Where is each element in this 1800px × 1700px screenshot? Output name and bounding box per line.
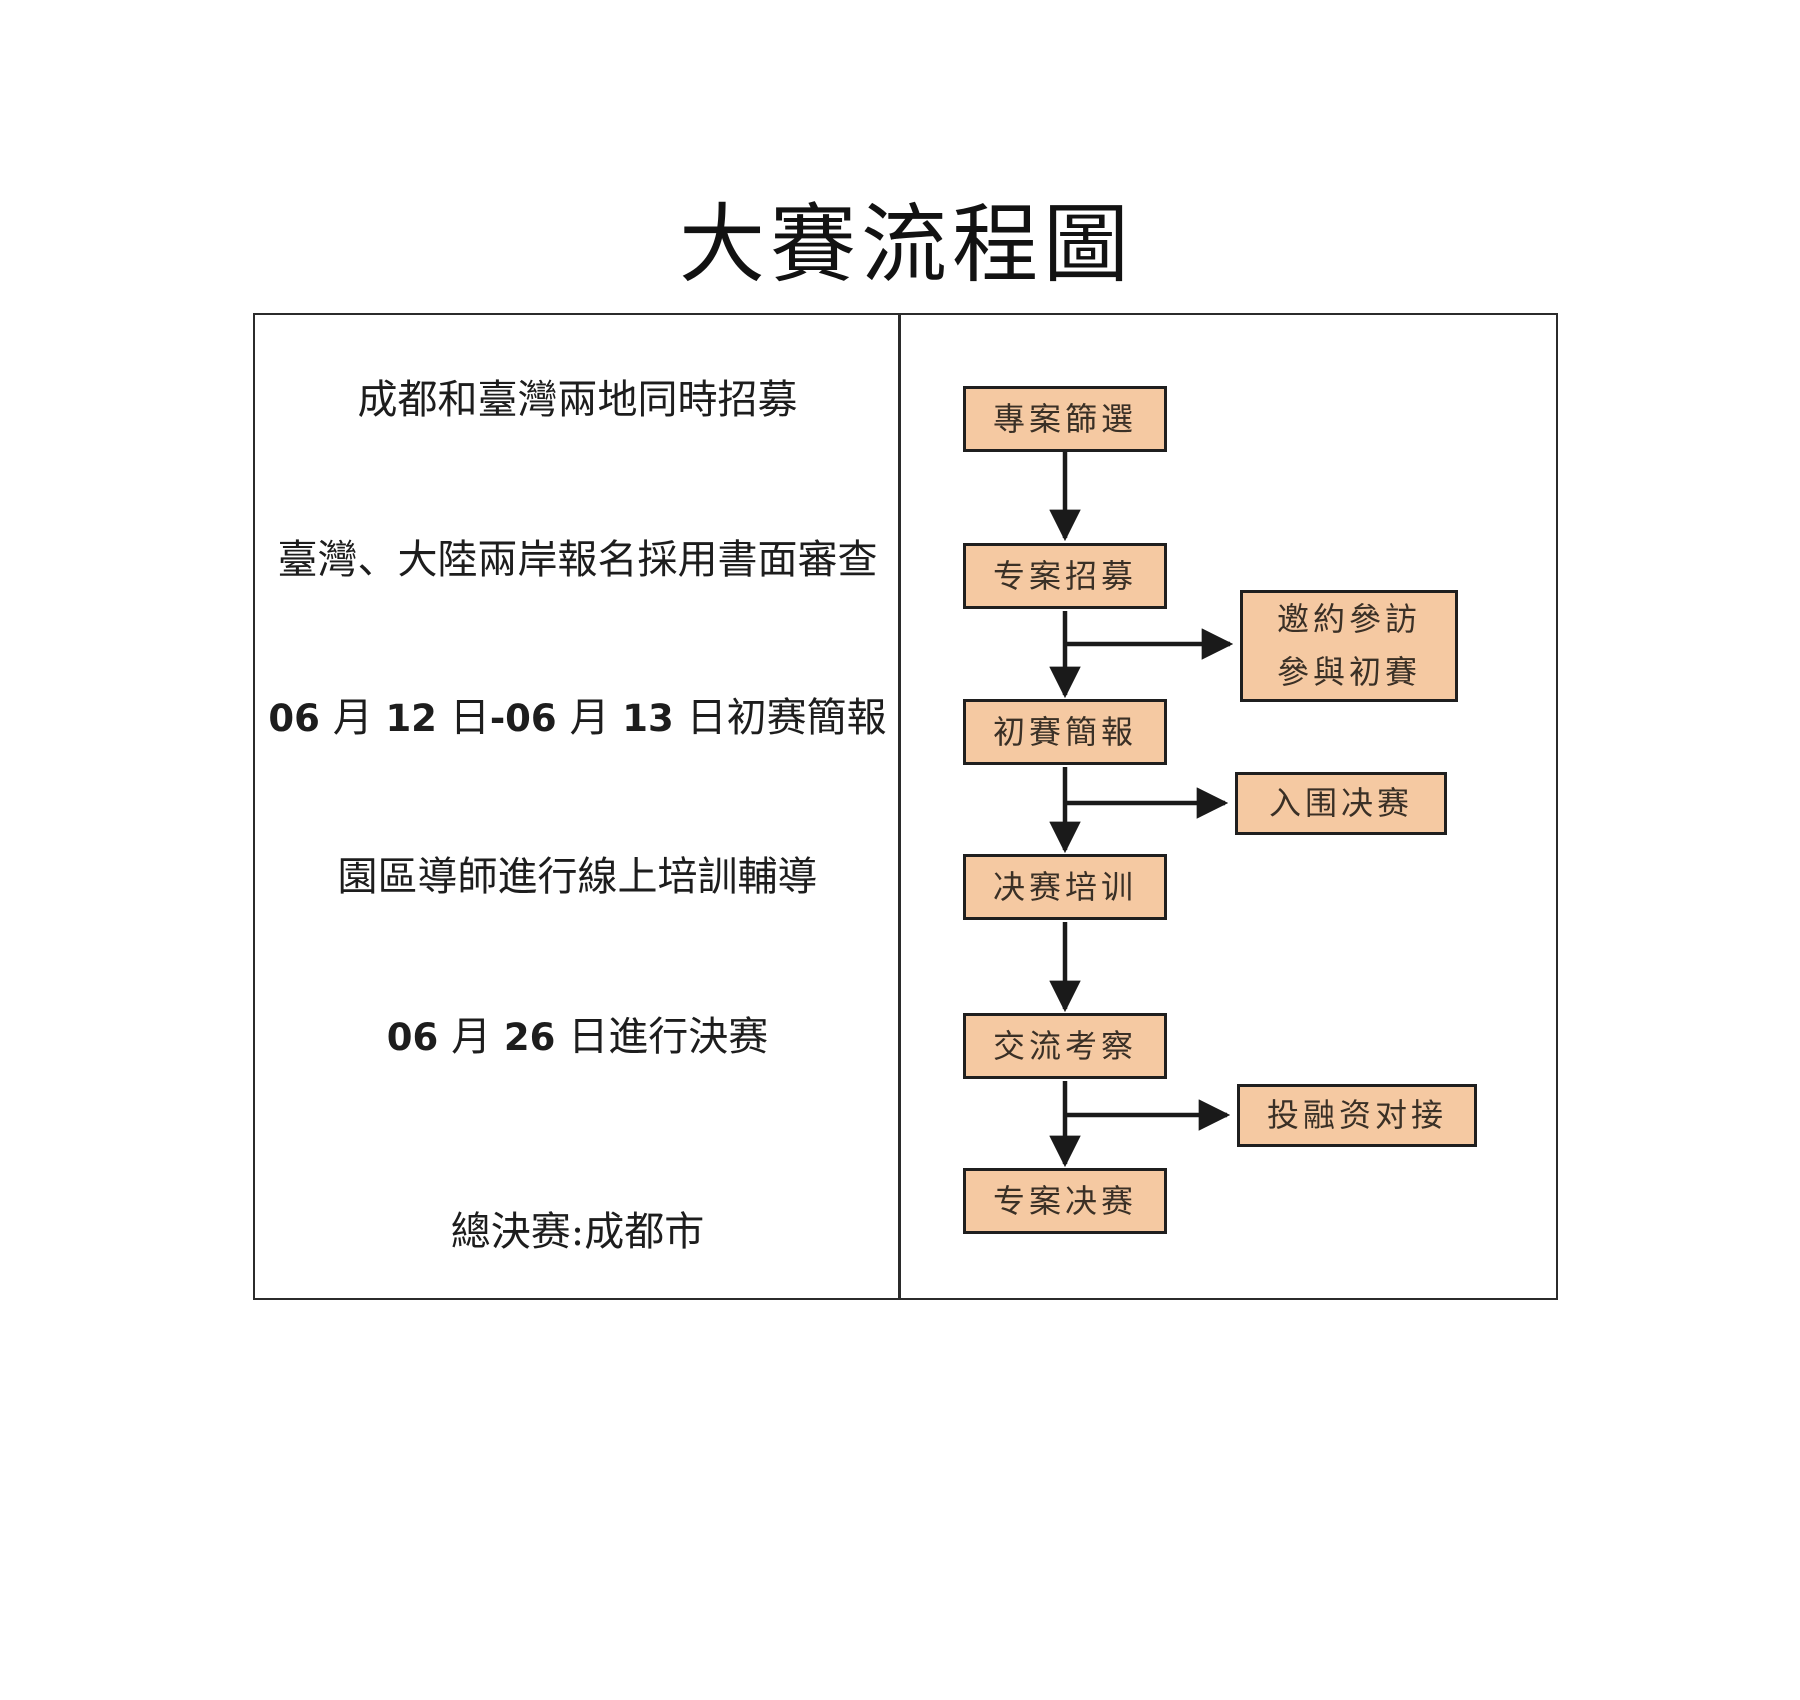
cjk-text: 日進行決赛 [568, 1014, 769, 1060]
flow-node-prelim-briefing: 初賽簡報 [963, 699, 1167, 765]
flow-node-project-screening: 專案篩選 [963, 386, 1167, 452]
left-note-prelim-dates: 06 月 12 日-06 月 13 日初赛簡報 [255, 693, 900, 743]
date-hyphen: - [489, 697, 506, 740]
date-number: 26 [503, 1016, 569, 1059]
cjk-text: 日初赛簡報 [686, 695, 887, 741]
flow-node-shortlist-final: 入围决赛 [1235, 772, 1447, 835]
flow-node-final-training: 决赛培训 [963, 854, 1167, 920]
flow-node-project-recruitment: 专案招募 [963, 543, 1167, 609]
left-note-recruitment: 成都和臺灣兩地同時招募 [357, 377, 798, 423]
cjk-text: 月 [451, 1014, 504, 1060]
cjk-text: 月 [332, 695, 386, 741]
left-note-grand-final-city: 總決赛:成都市 [450, 1209, 705, 1255]
left-note-mentoring: 園區導師進行線上培訓輔導 [337, 854, 818, 900]
flow-node-invite-visit: 邀約參訪 參與初賽 [1240, 590, 1458, 702]
date-number: 12 [385, 697, 450, 740]
cjk-text: 月 [569, 695, 623, 741]
flow-node-exchange-visit: 交流考察 [963, 1013, 1167, 1079]
date-number: 13 [622, 697, 687, 740]
date-number: 06 [505, 697, 570, 740]
panel-divider [898, 313, 901, 1300]
date-number: 06 [268, 697, 333, 740]
left-note-review: 臺灣、大陸兩岸報名採用書面審查 [277, 537, 878, 583]
page-title: 大賽流程圖 [679, 195, 1134, 295]
flow-node-investment-matching: 投融资对接 [1237, 1084, 1477, 1147]
flow-node-project-final: 专案决赛 [963, 1168, 1167, 1234]
cjk-text: 日 [449, 695, 490, 741]
date-number: 06 [386, 1016, 452, 1059]
left-note-final-date: 06 月 26 日進行決赛 [255, 1012, 900, 1062]
